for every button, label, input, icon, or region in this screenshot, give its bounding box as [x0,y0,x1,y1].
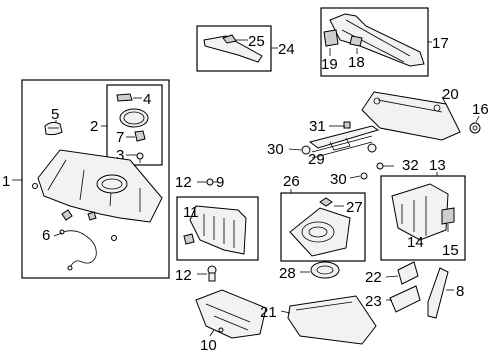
callout-24: 24 [278,41,295,58]
callout-30-lower: 30 [330,171,347,188]
callout-9: 9 [216,174,224,191]
callout-27: 27 [346,199,363,216]
callout-15: 15 [442,242,459,259]
side-trim-part [183,205,247,255]
callout-11: 11 [183,204,199,221]
callout-22: 22 [365,269,382,286]
callout-12-lower: 12 [175,267,192,284]
callout-32: 32 [402,157,419,174]
trim-strip-group-frame [196,25,272,72]
fastener-part [469,122,481,134]
side-trim-group-frame [176,196,259,261]
clip-part [44,121,63,136]
callout-28: 28 [279,265,296,282]
trunk-floor-part [287,295,377,345]
cargo-net-part [301,121,384,180]
callout-26: 26 [283,173,300,190]
callout-10: 10 [200,337,217,354]
callout-7: 7 [116,129,124,146]
bolt-part-lower [207,265,217,282]
tire-well-part [310,261,340,279]
spare-cover-group-frame [280,192,366,262]
bracket-part-23 [389,285,421,313]
callout-30-upper: 30 [267,141,284,158]
callout-20: 20 [442,86,459,103]
cable-part [59,229,97,271]
rear-panel-part [195,289,267,339]
callout-8: 8 [456,283,464,300]
callout-2: 2 [90,118,98,135]
callout-23: 23 [365,293,382,310]
side-wall-part [391,183,455,241]
trunk-lid-trim-part [323,13,425,67]
callout-14: 14 [407,234,424,251]
callout-29: 29 [308,151,325,168]
callout-5: 5 [51,106,59,123]
callout-4: 4 [143,91,151,108]
callout-19: 19 [321,56,338,73]
speaker-cover-part [116,93,149,163]
callout-18: 18 [348,54,365,71]
callout-13: 13 [429,157,446,174]
trim-strip-part [203,34,263,63]
callout-21: 21 [260,304,277,321]
tray-group-frame [21,79,170,279]
callout-25: 25 [248,33,265,50]
callout-6: 6 [42,227,50,244]
package-tray-part [32,149,163,241]
callout-12-upper: 12 [175,174,192,191]
callout-16: 16 [472,101,489,118]
hinge-part [427,267,449,319]
side-wall-group-frame [380,175,466,261]
spare-tire-cover-part [289,197,351,257]
callout-1: 1 [2,173,10,190]
callout-31: 31 [309,118,326,135]
callout-3: 3 [116,147,124,164]
bracket-part-22 [397,261,419,285]
bolt-part-upper [206,178,214,186]
callout-17: 17 [432,35,449,52]
